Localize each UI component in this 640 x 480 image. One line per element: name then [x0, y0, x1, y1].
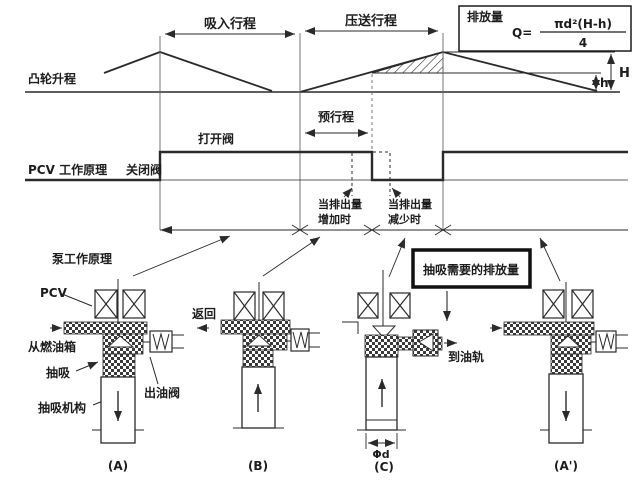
cam-lobe-2: [299, 51, 598, 93]
decrease-pointer-arrow: [391, 187, 402, 199]
cam-axis-label: 凸轮升程: [28, 71, 76, 86]
valve-closed-label: 关闭阀: [126, 162, 162, 177]
pcv-section: [25, 129, 628, 199]
pump-b-caption: (B): [248, 459, 268, 473]
pump-b-valve-poppet: [245, 334, 273, 347]
formula-title: 排放量: [467, 9, 503, 24]
pump-c-outlet-valve-poppet: [418, 333, 434, 352]
pump-b-valve-column: [242, 349, 274, 368]
pump-a-valve-column: [102, 353, 136, 378]
pump-a-spring: [143, 330, 184, 353]
pump-c-caption: (C): [374, 460, 394, 474]
timeline-cross-443: [434, 224, 452, 236]
cam-lift-section: [25, 51, 620, 93]
delivery-stroke-label: 压送行程: [345, 13, 397, 29]
decrease-label-line1: 当排出量: [388, 197, 432, 211]
pump-a-pointer-arrow: [132, 235, 231, 277]
required-discharge-box: 抽吸需要的排放量: [411, 248, 532, 321]
hatched-discharge-area: [371, 51, 444, 74]
pump-a2-pointer-arrow: [539, 237, 561, 282]
pump-b: [197, 282, 320, 429]
pump-a-caption: (A): [108, 459, 128, 473]
suction-mechanism-label: 抽吸机构: [38, 400, 86, 415]
increase-label-line1: 当排出量: [318, 197, 362, 211]
decrease-label-line2: 减少时: [388, 212, 421, 226]
pump-a2-solenoid-coil: [542, 289, 594, 319]
section-boundaries: [159, 33, 444, 230]
outlet-valve-leader: [149, 356, 159, 385]
pump-b-solenoid-coil: [233, 291, 285, 321]
bore-label: Φd: [372, 448, 389, 461]
intake-stroke-label: 吸入行程: [204, 16, 256, 32]
pump-section-label: 泵工作原理: [52, 251, 112, 266]
pump-b-pointer-arrow: [262, 236, 321, 277]
pump-b-spring: [287, 328, 320, 352]
pcv-leader-line: [61, 293, 93, 307]
pump-c-outlet-valve-box: [412, 329, 439, 357]
from-tank-label: 从燃油箱: [28, 339, 76, 354]
pump-a: [50, 279, 184, 444]
suction-label: 抽吸: [46, 365, 71, 380]
pump-b-return-passage: [220, 319, 291, 335]
pump-a2-caption: (A'): [554, 459, 578, 473]
pump-a-solenoid-coil: [94, 289, 146, 319]
pump-a2-spring: [591, 330, 628, 353]
prestroke-label: 预行程: [318, 109, 354, 124]
pump-c-left-port-line: [342, 321, 359, 334]
stroke-dimensions: [165, 27, 615, 90]
timeline-left-arrowhead: [160, 226, 172, 234]
pump-c-bore-dimension: [365, 433, 398, 449]
pump-b-plunger-barrel: [241, 366, 276, 429]
pump-a-valve-poppet: [106, 335, 135, 348]
pump-a2-valve-column: [550, 353, 583, 375]
valve-open-label: 打开阀: [198, 131, 234, 146]
pump-c-pointer-arrow: [388, 237, 406, 278]
cam-lobe-1: [103, 51, 273, 92]
formula-q: Q=: [512, 26, 532, 40]
increase-label-line2: 增加时: [318, 212, 351, 226]
required-discharge-label: 抽吸需要的排放量: [423, 262, 519, 277]
formula-denominator: 4: [579, 36, 587, 50]
pump-a-inlet-passage: [63, 321, 148, 335]
increase-pointer-arrow: [342, 187, 353, 199]
formula-numerator: πd²(H-h): [554, 17, 612, 31]
pump-c: [342, 270, 457, 449]
pump-c-valve-funnel: [371, 325, 397, 339]
to-rail-label: 到油轨: [448, 349, 484, 364]
pump-a2-valve-poppet: [554, 335, 582, 348]
H-label: H: [619, 66, 630, 81]
pcv-waveform: [25, 150, 628, 182]
pump-c-solenoid-coil: [357, 292, 411, 319]
timeline-cross-300: [291, 224, 309, 236]
formula-box: 排放量 Q= πd²(H-h) 4: [458, 5, 632, 52]
timeline-dimension: [132, 224, 628, 282]
pump-a-prime: [490, 282, 628, 444]
pump-c-valve-body: [364, 334, 399, 358]
pump-a2-inlet-passage: [503, 321, 595, 336]
pcv-part-label: PCV: [40, 286, 68, 300]
pcv-section-label: PCV 工作原理: [28, 162, 107, 177]
outlet-valve-label: 出油阀: [144, 385, 180, 400]
return-label: 返回: [192, 306, 216, 321]
timeline-cross-372: [363, 224, 381, 236]
h-label: h: [600, 76, 609, 90]
suction-pointer-arrow: [75, 361, 99, 372]
